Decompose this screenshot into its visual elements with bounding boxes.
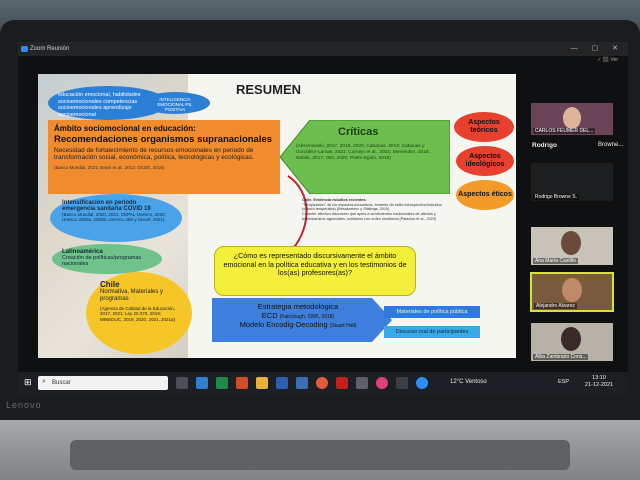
participant-tile[interactable]: Ana María Castillo — [530, 226, 614, 266]
file-explorer-icon[interactable] — [256, 377, 268, 389]
participant-name: Rodrigo Browne S. — [533, 194, 579, 200]
window-controls[interactable]: — ▢ ✕ — [570, 45, 624, 52]
view-status[interactable]: ✓ ⬛ Ver — [597, 57, 618, 63]
latam-heading: Latinoamérica — [62, 249, 103, 255]
strategy-arrow-shape — [212, 298, 392, 342]
system-clock[interactable]: 13:10 21-12-2021 — [584, 375, 614, 389]
screen: Zoom Reunión — ▢ ✕ ✓ ⬛ Ver RESUMEN educa… — [18, 42, 628, 394]
strategy-ecd: ECD (Fairclough, 1995, 2018) — [218, 311, 378, 320]
strategy-model-label: Modelo Encodig-Decoding — [239, 320, 328, 329]
app-icon[interactable] — [396, 377, 408, 389]
strategy-model-ref: (Stuart Hall) — [329, 323, 357, 329]
lenovo-logo: Lenovo — [6, 400, 42, 410]
oval-emotional-intelligence: INTELIGENCIA EMOCIONAL PS. POSITIVA — [140, 92, 210, 114]
participants-panel: CARLOS FEUMER DEL... Rodrigo Browne... R… — [518, 102, 626, 372]
zoom-titlebar: Zoom Reunión — [18, 42, 628, 56]
criticas-label: Críticas — [338, 126, 379, 138]
taskbar-search-input[interactable]: Buscar — [38, 376, 168, 390]
shared-slide: RESUMEN educación emocional, habilidades… — [38, 74, 516, 358]
participant-name: CARLOS FEUMER DEL... — [533, 128, 596, 134]
language-indicator[interactable]: ESP — [558, 379, 570, 385]
oval-covid: Intensificación en período emergencia sa… — [50, 194, 182, 242]
latam-body: Creación de políticas/programas nacional… — [62, 255, 142, 267]
oval-aspectos-teoricos: Aspectos teóricos — [454, 112, 514, 142]
weather-widget[interactable]: 12°C Ventoso — [450, 379, 487, 385]
covid-heading: Intensificación en período emergencia sa… — [62, 200, 151, 212]
avatar — [563, 107, 581, 129]
zoom-taskbar-icon[interactable] — [416, 377, 428, 389]
box-materiales: Materiales de política pública — [384, 306, 480, 318]
windows-start-icon[interactable]: ⊞ — [24, 377, 32, 387]
avatar — [561, 327, 581, 351]
participant-tile[interactable]: Alba Zambrano Cons... — [530, 322, 614, 362]
chile-refs: (Agencia de Calidad de la Educación, 201… — [100, 306, 176, 322]
participant-name-large: Rodrigo — [532, 142, 557, 149]
slide-title: RESUMEN — [236, 82, 302, 97]
participant-tile[interactable]: Rodrigo Browne S. — [530, 162, 614, 202]
powerpoint-icon[interactable] — [236, 377, 248, 389]
research-question: ¿Cómo es representado discursivamente el… — [214, 246, 416, 296]
windows-taskbar: ⊞ Buscar ⌕ 12°C Ventoso ESP 13:10 21-12-… — [18, 372, 628, 394]
participant-name-large: Browne... — [598, 142, 624, 148]
oval-aspectos-ideologicos: Aspectos ideológicos — [456, 146, 514, 176]
chile-body: Normativa, Materiales y programas — [100, 289, 164, 302]
ambito-body: Necesidad de fortalecimiento de recursos… — [54, 147, 254, 162]
zoom-logo-icon — [21, 46, 28, 52]
chile-evidencia: Chile. Evidencia estudios recientes: "Te… — [302, 198, 452, 222]
clock-time: 13:10 — [592, 375, 606, 381]
participant-name: Alejandro Alvarez — [534, 303, 577, 309]
store-icon[interactable] — [296, 377, 308, 389]
chrome-icon[interactable] — [316, 377, 328, 389]
criticas-arrow-shape — [280, 120, 450, 194]
box-socioemotional-scope: Ámbito sociomocional en educación: Recom… — [48, 120, 280, 194]
strategy-heading: Estrategia metodológica — [257, 302, 339, 311]
oval-chile: Chile Normativa, Materiales y programas … — [86, 272, 192, 354]
app-icon[interactable] — [376, 377, 388, 389]
ambito-refs: (Banco Mundial, 2021; Bassi et al., 2012… — [54, 165, 165, 171]
chile-evidencia-heading: Chile. Evidencia estudios recientes: — [302, 198, 367, 202]
chile-evidencia-item: Carácter afectivo discursivo que apela a… — [302, 212, 437, 221]
participant-tile[interactable]: CARLOS FEUMER DEL... — [530, 102, 614, 136]
ambito-subheading: Recomendaciones organismos supranacional… — [54, 134, 273, 145]
covid-refs: (Banco Mundial, 2020, 2021; CEPAL-Unesco… — [62, 212, 166, 223]
clock-date: 21-12-2021 — [584, 382, 614, 388]
avatar — [561, 231, 581, 255]
criticas-refs: (Abramowski, 2017, 2018, 2020; Cabanas, … — [296, 144, 430, 161]
box-discurso: Discurso oral de participantes — [384, 326, 480, 338]
acrobat-icon[interactable] — [336, 377, 348, 389]
chile-heading: Chile — [100, 280, 120, 289]
avatar — [562, 278, 582, 302]
oval-aspectos-eticos: Aspectos éticos — [456, 180, 514, 210]
laptop-hinge — [70, 440, 570, 470]
strategy-model: Modelo Encodig-Decoding (Stuart Hall) — [218, 320, 378, 329]
window-title: Zoom Reunión — [30, 46, 70, 52]
word-icon[interactable] — [276, 377, 288, 389]
strategy-ecd-label: ECD — [261, 311, 278, 320]
app-icon[interactable] — [356, 377, 368, 389]
edge-icon[interactable] — [196, 377, 208, 389]
participant-name: Ana María Castillo — [533, 258, 578, 264]
oval-latinoamerica: Latinoamérica Creación de políticas/prog… — [52, 244, 162, 274]
strategy-block: Estrategia metodológica ECD (Fairclough,… — [218, 302, 378, 329]
search-icon: ⌕ — [42, 378, 46, 385]
participant-tile-active[interactable]: Alejandro Alvarez — [530, 272, 614, 312]
participant-name: Alba Zambrano Cons... — [533, 354, 589, 360]
excel-icon[interactable] — [216, 377, 228, 389]
task-view-icon[interactable] — [176, 377, 188, 389]
ambito-heading: Ámbito sociomocional en educación: — [54, 124, 196, 133]
strategy-ecd-ref: (Fairclough, 1995, 2018) — [279, 314, 335, 320]
chile-evidencia-item: "Terapización" de los espacios educativo… — [302, 202, 442, 212]
